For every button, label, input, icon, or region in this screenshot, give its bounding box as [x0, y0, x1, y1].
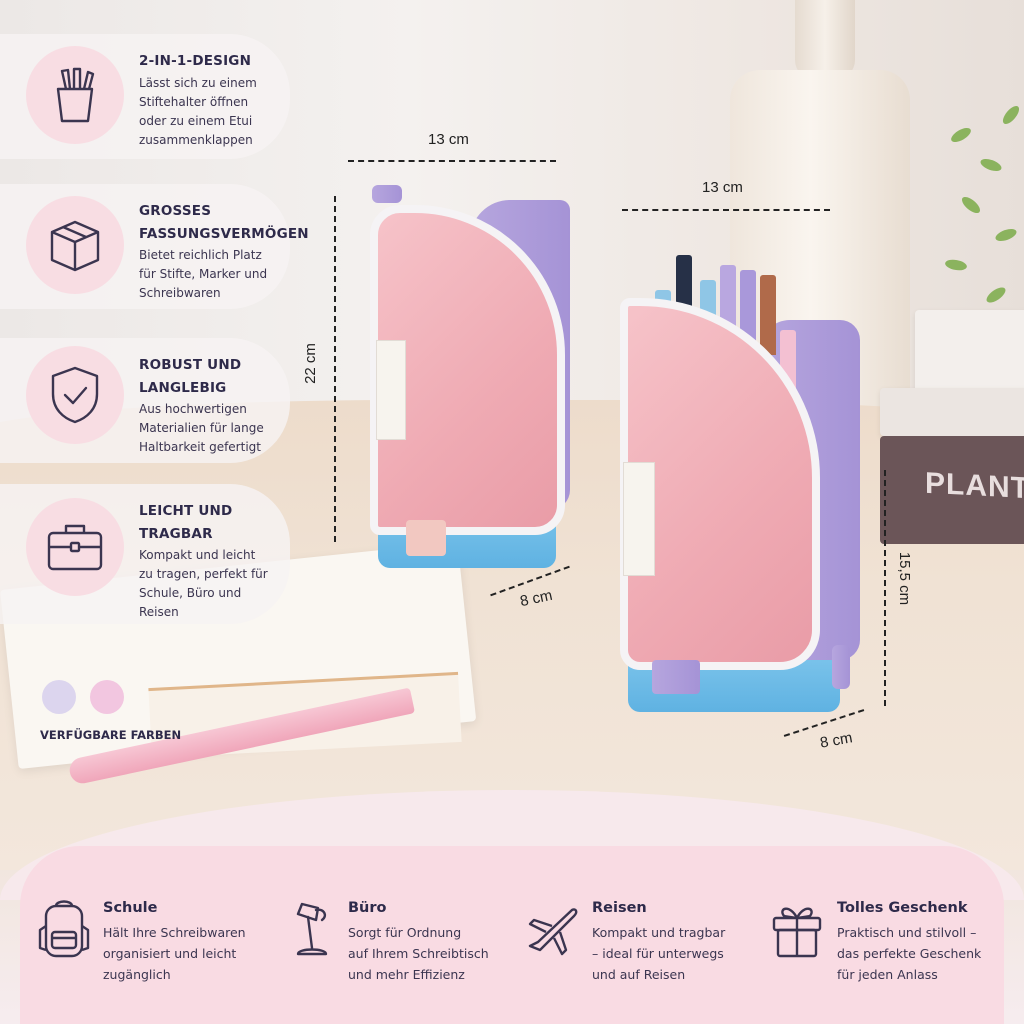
feature-panel-2in1: 2-IN-1-DESIGN Lässt sich zu einem Stifte…	[0, 34, 290, 159]
case-pull-tab	[406, 520, 446, 556]
feature-title: 2-IN-1-DESIGN	[139, 53, 252, 69]
case-label-tag	[376, 340, 406, 440]
feature-panel-capacity: GROSSES FASSUNGSVERMÖGEN Bietet reichlic…	[0, 184, 309, 309]
use-title: Schule	[103, 900, 158, 916]
zipper-pull	[832, 645, 850, 689]
book	[915, 310, 1024, 392]
open-height-label: 15,5 cm	[896, 551, 914, 606]
measure-line	[622, 209, 830, 211]
closed-width-label: 13 cm	[428, 131, 469, 148]
book-title: PLANTS	[925, 466, 1024, 507]
available-colors-label: VERFÜGBARE FARBEN	[40, 728, 182, 742]
measure-line	[884, 470, 886, 706]
feature-title: GROSSES FASSUNGSVERMÖGEN	[139, 203, 309, 242]
measure-line	[348, 160, 556, 162]
book	[880, 436, 1024, 544]
color-swatch-pink[interactable]	[90, 680, 124, 714]
use-text: Sorgt für Ordnung auf Ihrem Schreibtisch…	[348, 925, 489, 982]
feature-panel-robust: ROBUST UND LANGLEBIG Aus hochwertigen Ma…	[0, 338, 290, 463]
case-label-tag	[623, 462, 655, 576]
briefcase-icon	[26, 498, 124, 596]
box-icon	[26, 196, 124, 294]
feature-text: Aus hochwertigen Materialien für lange H…	[139, 402, 264, 454]
use-text: Praktisch und stilvoll – das perfekte Ge…	[837, 925, 982, 982]
color-swatch-lilac[interactable]	[42, 680, 76, 714]
book	[880, 388, 1024, 436]
feature-title: ROBUST UND LANGLEBIG	[139, 357, 242, 396]
use-title: Reisen	[592, 900, 647, 916]
stored-pen	[760, 275, 776, 355]
desk-lamp-icon	[288, 898, 344, 964]
feature-text: Lässt sich zu einem Stiftehalter öffnen …	[139, 76, 257, 147]
feature-text: Kompakt und leicht zu tragen, perfekt fü…	[139, 548, 268, 619]
use-text: Hält Ihre Schreibwaren organisiert und l…	[103, 925, 246, 982]
pen-cup-icon	[26, 46, 124, 144]
use-text: Kompakt und tragbar – ideal für unterweg…	[592, 925, 726, 982]
use-title: Büro	[348, 900, 387, 916]
feature-text: Bietet reichlich Platz für Stifte, Marke…	[139, 248, 268, 300]
usage-panel	[20, 846, 1004, 1024]
feature-panel-portable: LEICHT UND TRAGBAR Kompakt und leicht zu…	[0, 484, 290, 624]
open-width-label: 13 cm	[702, 179, 743, 196]
case-pull-tab	[652, 660, 700, 694]
backpack-icon	[36, 898, 92, 964]
use-title: Tolles Geschenk	[837, 900, 968, 916]
feature-title: LEICHT UND TRAGBAR	[139, 503, 233, 542]
lamp-neck	[795, 0, 855, 80]
closed-height-label: 22 cm	[301, 343, 319, 384]
shield-check-icon	[26, 346, 124, 444]
airplane-icon	[526, 902, 582, 968]
gift-icon	[770, 900, 826, 966]
zipper-pull	[372, 185, 402, 203]
measure-line	[334, 196, 336, 542]
